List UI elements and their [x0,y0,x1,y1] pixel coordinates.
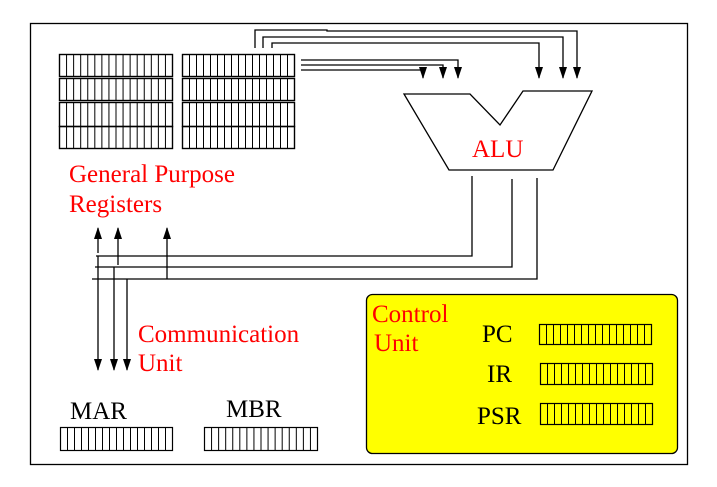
bus-to-mar-arrows [94,256,131,371]
mar-label: MAR [70,398,127,425]
ir-register [539,362,654,386]
wire-reg-alu-left-1 [301,59,462,79]
comm-label-line1: Communication [138,321,300,348]
control-unit-box [365,293,679,455]
wire-reg-alu-left-2 [301,64,447,79]
comm-label-line2: Unit [138,350,183,377]
wire-reg-alu-left-3 [301,67,427,79]
control-label-line2: Unit [374,330,419,357]
mar-register [59,426,174,452]
wire-reg-alu-right-1 [254,29,581,79]
register-to-alu-wires [254,29,581,79]
bus-to-register-arrows [94,227,171,279]
mbr-register [203,426,319,452]
alu-label: ALU [472,136,523,163]
alu-output-wires [92,176,538,280]
control-label-line1: Control [372,301,448,328]
gpr-label-line1: General Purpose [69,161,235,188]
bus-line-3 [92,178,538,280]
pc-register [538,323,653,346]
mbr-label: MBR [226,396,282,423]
pc-label: PC [482,321,513,348]
psr-register [539,402,654,426]
bus-line-1 [96,176,473,257]
psr-label: PSR [477,403,522,430]
outer-frame [29,22,689,466]
bus-line-2 [95,179,513,268]
alu-shape [402,90,594,171]
gpr-bank-right [181,53,296,150]
ir-label: IR [487,361,512,388]
gpr-label-line2: Registers [69,191,162,218]
wire-reg-alu-right-3 [271,42,543,79]
gpr-bank-left [58,53,174,150]
wire-reg-alu-right-2 [262,36,567,79]
